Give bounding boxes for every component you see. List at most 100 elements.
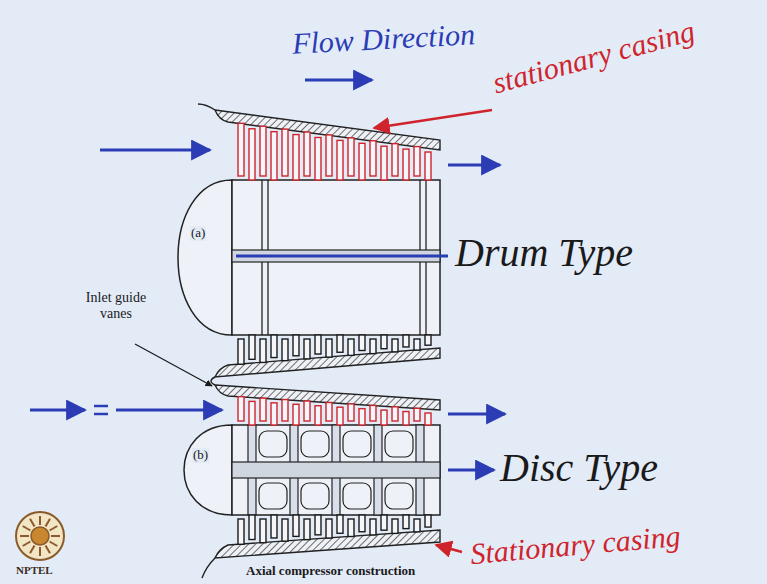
logo-spoke xyxy=(50,542,58,547)
logo-spoke xyxy=(30,546,35,554)
rotor-blade xyxy=(337,140,343,180)
stator-blade xyxy=(414,519,420,532)
casing-note: stationary casing xyxy=(489,14,698,101)
stator-blade xyxy=(370,339,376,354)
leader-line xyxy=(135,344,212,386)
rotor-blade xyxy=(381,515,387,530)
stator-blade xyxy=(260,519,266,543)
logo-text: NPTEL xyxy=(16,564,53,577)
logo-spoke xyxy=(46,546,51,554)
rotor-blade xyxy=(337,515,343,533)
figure-tag: (a) xyxy=(190,226,206,241)
stator-blade xyxy=(282,339,288,361)
disc-cavity xyxy=(343,431,371,457)
disc-cavity xyxy=(385,431,413,457)
rotor-blade xyxy=(403,515,409,529)
flow-arrow xyxy=(448,413,505,416)
rotor-blade xyxy=(337,407,343,425)
logo-spoke xyxy=(23,542,31,547)
stator-blade xyxy=(348,404,354,421)
stator-blade xyxy=(370,519,376,535)
stator-blade xyxy=(414,339,420,350)
pointer-arrow xyxy=(448,469,494,472)
flow-arrow xyxy=(448,164,500,167)
stator-blade xyxy=(282,519,288,541)
pointer-arrow xyxy=(436,545,462,552)
flow-arrow xyxy=(30,409,85,412)
type-note: Drum Type xyxy=(455,230,633,276)
rotor-blade xyxy=(425,152,431,180)
rotor-blade xyxy=(293,515,299,536)
rotor-blade xyxy=(315,137,321,180)
stator-blade xyxy=(414,408,420,421)
stator-blade xyxy=(326,519,332,538)
rotor-blade xyxy=(381,410,387,425)
rotor-blade xyxy=(293,335,299,356)
rotor-blade xyxy=(271,335,277,358)
stator-blade xyxy=(348,339,354,355)
logo-emblem xyxy=(16,512,64,560)
rotor-blade xyxy=(271,515,277,538)
rotor-blade xyxy=(337,335,343,352)
logo-emblem xyxy=(20,516,60,556)
stator-blade xyxy=(348,519,354,537)
rotor-blade xyxy=(249,401,255,425)
stator-blade xyxy=(260,126,266,176)
pointer-line xyxy=(236,255,448,258)
disc-cavity xyxy=(343,483,371,509)
stator-blade xyxy=(238,519,244,544)
rotor-blade xyxy=(425,515,431,527)
figure-tag: (b) xyxy=(192,448,209,463)
rotor-blade xyxy=(359,409,365,425)
type-note: Disc Type xyxy=(500,445,658,491)
stator-blade xyxy=(282,129,288,176)
stator-blade xyxy=(348,138,354,176)
disc-cavity xyxy=(301,483,329,509)
stator-blade xyxy=(304,519,310,540)
logo-spoke xyxy=(46,519,51,527)
stator-blade xyxy=(304,132,310,176)
part-label: Inlet guide vanes xyxy=(78,290,154,322)
logo-spoke xyxy=(39,516,41,525)
rotor-blade xyxy=(403,149,409,180)
flow-arrow xyxy=(305,79,372,82)
rotor-blade xyxy=(249,515,255,540)
rotor-blade xyxy=(403,412,409,425)
figure-caption: Axial compressor construction xyxy=(246,564,415,579)
stator-blade xyxy=(238,339,244,364)
rotor-blade xyxy=(381,146,387,180)
rotor-blade xyxy=(249,129,255,180)
rotor-blade xyxy=(315,515,321,535)
disc-cavity xyxy=(301,431,329,457)
stator-blade xyxy=(392,519,398,533)
rotor-blade xyxy=(271,403,277,425)
disc-cavity xyxy=(259,431,287,457)
logo-emblem xyxy=(31,527,49,545)
stator-blade xyxy=(370,141,376,176)
stator-blade xyxy=(326,402,332,421)
casing-lip xyxy=(211,377,215,385)
disc-cavity xyxy=(259,483,287,509)
casing-lip xyxy=(202,558,215,578)
casing-note: Stationary casing xyxy=(469,519,682,572)
logo-spoke xyxy=(50,526,58,531)
rotor-blade xyxy=(359,143,365,180)
disc-nose xyxy=(184,425,232,515)
rotor-blade xyxy=(315,406,321,425)
rotor-blade xyxy=(403,335,409,347)
flow-direction-note: Flow Direction xyxy=(291,17,476,61)
pointer-arrow xyxy=(374,110,492,128)
logo-spoke xyxy=(23,526,31,531)
rotor-blade xyxy=(425,335,431,345)
shaft xyxy=(232,462,440,478)
disc-rotor xyxy=(232,425,440,515)
stator-blade xyxy=(414,147,420,176)
stator-blade xyxy=(392,144,398,176)
stator-blade xyxy=(304,401,310,421)
logo-spoke xyxy=(20,535,29,537)
drum-nose xyxy=(178,180,232,335)
equals-mark xyxy=(94,413,108,416)
rotor-blade xyxy=(315,335,321,354)
stator-blade xyxy=(392,407,398,421)
